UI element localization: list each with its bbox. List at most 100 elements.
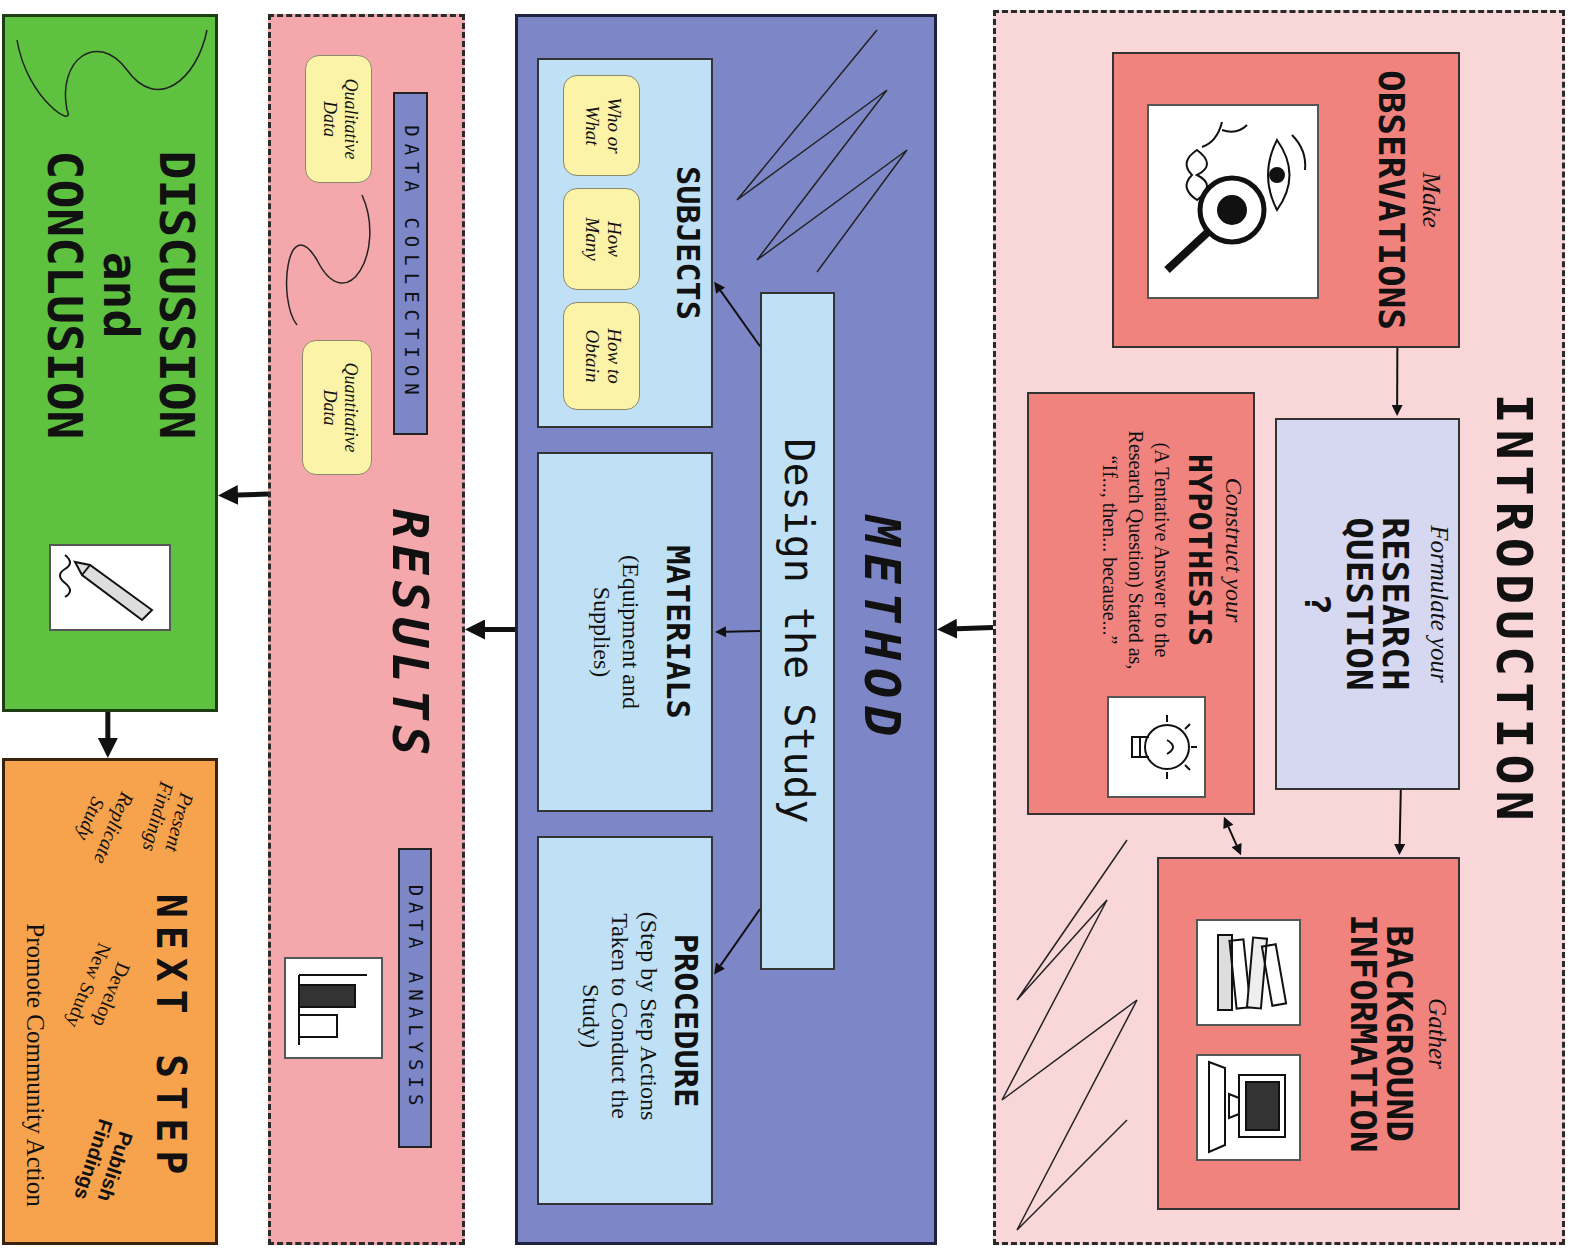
computer-picture	[1197, 1055, 1300, 1160]
label-text: ?	[1299, 428, 1335, 780]
flow-arrow	[720, 909, 760, 966]
label-text: RESEARCH QUESTION	[1341, 484, 1413, 724]
pencil-picture	[75, 562, 152, 620]
text-slot: RESEARCH QUESTION	[1341, 484, 1413, 724]
text-slot: SUBJECTS	[670, 68, 705, 418]
label-text: OBSERVATIONS	[1371, 56, 1411, 344]
lightbulb-picture	[1139, 737, 1141, 757]
label-text: RESULTS	[382, 495, 437, 775]
text-slot: DISCUSSION and CONCLUSION	[37, 120, 205, 470]
label-text: Present Findings	[135, 768, 202, 871]
text-slot: Replicate Study	[61, 770, 143, 877]
pencil-picture	[82, 565, 90, 575]
bar-chart-picture	[298, 975, 300, 1045]
text-slot: Present Findings	[135, 768, 202, 871]
flow-arrow	[721, 291, 760, 347]
step-box: Formulate your RESEARCH QUESTION?	[1275, 418, 1460, 790]
text-slot: (Step by Step Actions Taken to Conduct t…	[577, 881, 663, 1151]
text-slot: BACKGROUND INFORMATION	[1345, 867, 1417, 1200]
text-slot: PROCEDURE	[668, 846, 703, 1195]
flow-arrow	[485, 627, 515, 632]
label-bar: DATA COLLECTION	[393, 92, 428, 435]
books-picture	[1218, 935, 1232, 1010]
text-slot: DATA COLLECTION	[401, 94, 422, 433]
label-text: Publish Findings	[65, 1104, 143, 1223]
books-picture	[1247, 938, 1267, 1009]
label-bar: DATA ANALYSIS	[398, 848, 432, 1148]
bar-chart-picture	[299, 1015, 337, 1037]
step-box: NEXT STEP Present FindingsReplicate Study…	[2, 758, 218, 1245]
label-text: MATERIALS	[660, 462, 695, 802]
step-box: MakeOBSERVATIONS	[1112, 52, 1460, 348]
flow-arrow	[726, 630, 760, 633]
label-text: PROCEDURE	[668, 846, 703, 1195]
step-box: GatherBACKGROUND INFORMATION	[1157, 857, 1460, 1210]
label-text: Formulate your	[1426, 428, 1454, 780]
label-text: METHOD	[854, 490, 909, 770]
section-panel: RESULTS DATA COLLECTION Qualitative DataQu…	[268, 14, 465, 1245]
text-slot: How to Obtain	[581, 312, 625, 400]
computer-picture	[1246, 1082, 1279, 1130]
text-slot: Formulate your	[1426, 428, 1454, 780]
text-slot: METHOD	[854, 490, 909, 770]
lightbulb-picture	[1108, 697, 1205, 797]
text-slot: NEXT STEP	[149, 888, 193, 1188]
option-chip: How to Obtain	[563, 302, 640, 410]
lightbulb-picture	[1191, 746, 1197, 748]
scribble	[17, 30, 1137, 1230]
pencil-picture	[60, 555, 70, 597]
label-text: Replicate Study	[61, 770, 143, 877]
lightbulb-picture	[1145, 725, 1189, 769]
computer-picture	[1209, 1062, 1225, 1152]
text-slot: (Equipment and Supplies)	[587, 532, 645, 732]
text-slot: How Many	[581, 204, 625, 274]
flow-arrow	[957, 628, 993, 629]
books-picture	[1229, 939, 1250, 1008]
scribble	[287, 195, 370, 325]
lightbulb-picture	[1185, 765, 1190, 770]
option-chip: Quantitative Data	[302, 340, 372, 475]
computer-picture	[1229, 1094, 1239, 1118]
text-slot: Develop New Study	[58, 934, 142, 1045]
label-text: INTRODUCTION	[1486, 375, 1541, 845]
lightbulb-picture	[1166, 715, 1168, 722]
text-slot: (A Tentative Answer to the Research Ques…	[1097, 410, 1175, 690]
text-slot: OBSERVATIONS	[1371, 56, 1411, 344]
text-slot: INTRODUCTION	[1486, 375, 1541, 845]
scribble	[17, 30, 207, 116]
pencil-picture	[50, 545, 170, 630]
observation-picture	[1187, 150, 1207, 200]
label-text: DATA COLLECTION	[401, 94, 422, 433]
label-text: (A Tentative Answer to the Research Ques…	[1097, 410, 1175, 690]
text-slot: Construct your	[1221, 410, 1247, 690]
flow-arrow	[1400, 790, 1401, 844]
books-picture	[1197, 920, 1300, 1025]
text-slot: Publish Findings	[65, 1104, 143, 1223]
observation-picture	[1148, 105, 1318, 298]
label-text: Make	[1418, 62, 1446, 338]
label-text: Design the Study	[777, 302, 821, 960]
step-box: PROCEDURE(Step by Step Actions Taken to …	[537, 836, 713, 1205]
text-slot: Qualitative Data	[320, 61, 361, 177]
step-box: Construct yourHYPOTHESIS(A Tentative Ans…	[1027, 392, 1255, 815]
label-text: Develop New Study	[58, 934, 142, 1045]
observation-picture	[1292, 135, 1305, 170]
label-text: DATA ANALYSIS	[405, 850, 426, 1146]
section-panel: INTRODUCTION MakeOBSERVATIONS Formulate yo…	[993, 10, 1565, 1245]
label-text: Construct your	[1221, 410, 1247, 690]
label-text: SUBJECTS	[670, 68, 705, 418]
option-chip: How Many	[563, 188, 640, 290]
label-text: HYPOTHESIS	[1182, 410, 1217, 690]
flow-arrow	[238, 492, 268, 498]
step-box: SUBJECTS Who or WhatHow ManyHow to Obtain	[537, 58, 713, 428]
label-text: (Equipment and Supplies)	[587, 532, 645, 732]
text-slot: Gather	[1424, 867, 1452, 1200]
label-text: How to Obtain	[581, 312, 625, 400]
label-text: Who or What	[581, 85, 625, 166]
text-slot: DATA ANALYSIS	[405, 850, 426, 1146]
observation-picture	[1268, 140, 1290, 210]
observation-picture	[1218, 196, 1246, 224]
computer-picture	[1197, 1055, 1300, 1160]
